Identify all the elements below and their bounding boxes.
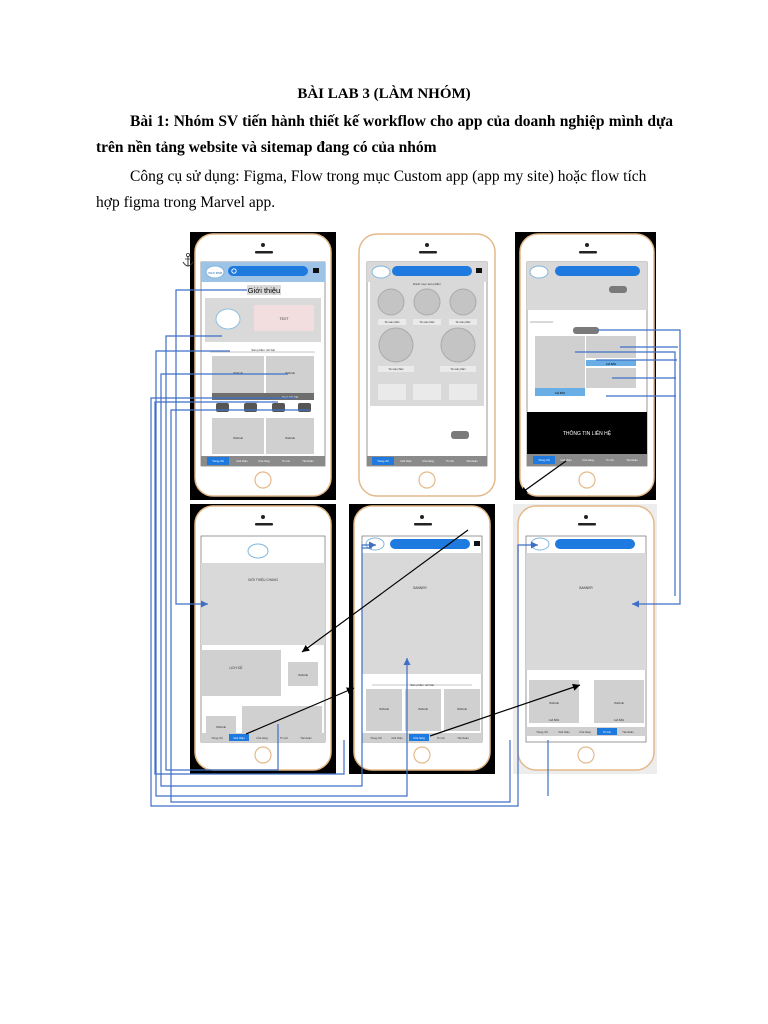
phone-shop-screen: BANNER Sản phẩm nổi bật IMAGE IMAGE IMAG… [349,504,495,774]
tab-news-6: Tin tức [603,730,612,734]
flow-connectors [150,289,681,807]
tools-text: Công cụ sử dụng: Figma, Flow trong mục C… [96,168,647,211]
search-bar-2[interactable] [392,266,472,276]
tab-shop-2: Cửa hàng [422,459,434,463]
add-to-cart-button[interactable] [573,327,599,334]
see-more: Xem chi tiết [282,395,298,399]
tab-about-5: Giới thiệu [391,736,403,740]
tab-account-5: Tài khoản [457,736,469,740]
task-paragraph: Bài 1: Nhóm SV tiến hành thiết kế workfl… [96,109,673,161]
tab-account-2: Tài khoản [466,459,478,463]
shop-image-3: IMAGE [457,707,467,711]
price-label-2: GIÁ BÁN [606,362,617,366]
about-image-1: IMAGE [298,673,308,677]
contact-info: THÔNG TIN LIÊN HỆ [563,429,612,437]
logo-text: INFO BNB [208,271,222,275]
logo: INFO BNB [205,265,225,279]
bottom-tab-bar-3[interactable]: Trang chủ Giới thiệu Cửa hàng Tin tức Tà… [527,454,647,466]
phone-products-screen: Danh mục sản phẩm Tên sản phẩm Tên sản p… [358,233,496,497]
flow-arrows [245,460,581,737]
news-image-2: IMAGE [614,701,624,705]
products-label-2: Danh mục sản phẩm [413,282,441,286]
tagline-text: TEXT [280,317,290,321]
product-name-1: Tên sản phẩm [384,321,399,324]
tab-home-2: Trang chủ [377,459,389,463]
tab-about-6: Giới thiệu [558,730,570,734]
search-bar-5[interactable] [390,539,470,549]
phone-news-screen: BANNER IMAGE IMAGE GIÁ BÁN GIÁ BÁN Trang… [513,504,657,774]
about-image-2: IMAGE [216,725,226,729]
phone-about-screen: GIỚI THIỆU CHUNG LỊCH SỬ IMAGE IMAGE Tra… [190,504,336,774]
tab-about-2: Giới thiệu [400,459,412,463]
product-name-5: Tên sản phẩm [450,368,465,371]
products-label: Sản phẩm nổi bật [251,348,275,352]
tab-account-4: Tài khoản [300,736,312,740]
tab-home-4: Trang chủ [211,736,223,740]
anchor-icon [182,252,194,267]
history-label: LỊCH SỬ [230,665,243,670]
tools-paragraph: Công cụ sử dụng: Figma, Flow trong mục C… [96,164,673,216]
product-image-1: IMAGE [233,371,243,375]
news-price-1: GIÁ BÁN [549,718,560,722]
task-text: Nhóm SV tiến hành thiết kế workflow cho … [96,113,674,156]
tab-home-3: Trang chủ [538,458,550,462]
shop-image-1: IMAGE [379,707,389,711]
action-buttons[interactable] [216,403,311,412]
phone-home-screen: INFO BNB Giới thiệu TEXT Sản phẩm nổi bậ… [190,232,336,500]
bottom-tab-bar[interactable]: Trang chủ Giới thiệu Cửa hàng Tin tức Tà… [201,456,325,466]
tab-news-5: Tin tức [437,736,446,740]
tab-home-5: Trang chủ [370,736,382,740]
tab-news-2: Tin tức [446,459,455,463]
tab-news: Tin tức [282,459,291,463]
tab-home: Trang chủ [212,459,224,463]
cart-icon[interactable] [313,268,319,273]
bottom-tab-bar-4[interactable]: Trang chủ Giới thiệu Cửa hàng Tin tức Tà… [201,733,325,742]
news-banner: BANNER [579,586,593,590]
tab-about-3: Giới thiệu [560,458,572,462]
search-bar-3[interactable] [555,266,640,276]
product-name-3: Tên sản phẩm [455,321,470,324]
product-name-4: Tên sản phẩm [388,368,403,371]
product-image-3: IMAGE [233,436,243,440]
tab-home-6: Trang chủ [536,730,548,734]
tab-account: Tài khoản [302,459,314,463]
tab-account-3: Tài khoản [626,458,638,462]
shop-banner: BANNER [413,586,427,590]
news-price-2: GIÁ BÁN [614,718,625,722]
tab-account-6: Tài khoản [622,730,634,734]
tab-shop-5: Cửa hàng [413,736,425,740]
section-label-about: Giới thiệu [248,286,280,295]
cart-icon-2[interactable] [476,268,482,273]
intro-title: GIỚI THIỆU CHUNG [248,577,278,582]
phone-detail-screen: GIÁ BÁN GIÁ BÁN THÔNG TIN LIÊN HỆ Trang … [515,232,656,500]
news-image-1: IMAGE [549,701,559,705]
bottom-tab-bar-5[interactable]: Trang chủ Giới thiệu Cửa hàng Tin tức Tà… [362,733,482,742]
tab-shop: Cửa hàng [258,459,270,463]
tab-shop-4: Cửa hàng [256,736,268,740]
document-title: BÀI LAB 3 (LÀM NHÓM) [297,86,471,102]
bottom-tab-bar-6[interactable]: Trang chủ Giới thiệu Cửa hàng Tin tức Tà… [526,727,646,736]
tab-news-4: Tin tức [280,736,289,740]
tab-shop-6: Cửa hàng [579,730,591,734]
search-bar-6[interactable] [555,539,635,549]
price-label-1: GIÁ BÁN [555,391,566,395]
tab-about-4: Giới thiệu [233,736,245,740]
product-name-2: Tên sản phẩm [419,321,434,324]
task-label: Bài 1: [130,113,170,130]
tab-news-3: Tin tức [606,458,615,462]
tab-about: Giới thiệu [236,459,248,463]
tab-shop-3: Cửa hàng [582,458,594,462]
more-button[interactable] [451,431,469,439]
shop-image-2: IMAGE [418,707,428,711]
product-image-2: IMAGE [285,371,295,375]
small-button[interactable] [609,286,627,293]
product-image-4: IMAGE [285,436,295,440]
shop-products-label: Sản phẩm nổi bật [410,683,434,687]
bottom-tab-bar-2[interactable]: Trang chủ Giới thiệu Cửa hàng Tin tức Tà… [367,456,487,466]
search-bar[interactable] [228,266,308,276]
cart-icon-5[interactable] [474,541,480,546]
